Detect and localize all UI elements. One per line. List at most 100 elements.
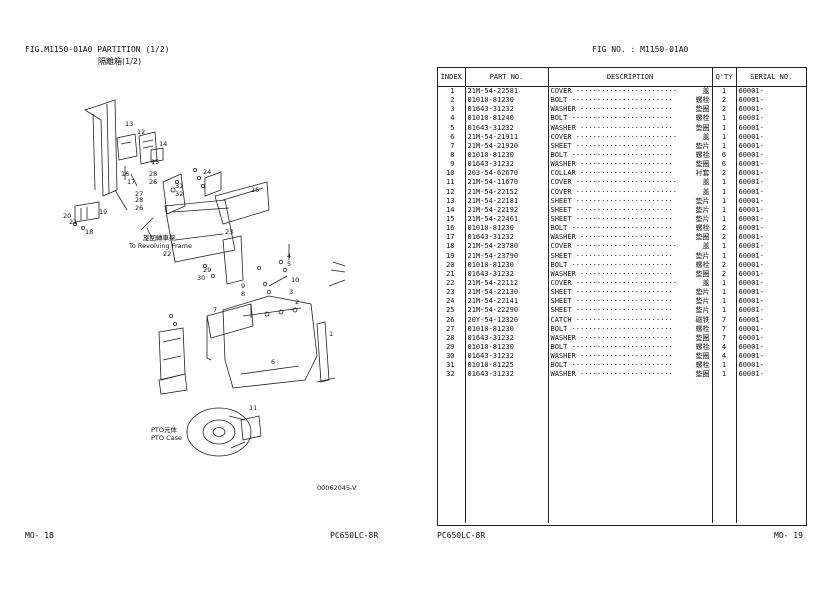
part-no-cell: 21M-54-21911 bbox=[464, 132, 548, 142]
description-cn: 盖 bbox=[702, 132, 710, 141]
serial-cell: 60001- bbox=[735, 361, 806, 371]
description-cn: 垫圈 bbox=[695, 370, 710, 379]
serial-cell: 60001- bbox=[735, 96, 806, 106]
description-en: WASHER ······················ bbox=[550, 160, 673, 169]
index-cell: 4 bbox=[450, 114, 455, 123]
qty-cell: 6 bbox=[711, 150, 736, 161]
qty-cell: 1 bbox=[711, 123, 736, 133]
svg-text:20: 20 bbox=[63, 212, 71, 220]
serial-cell: 60001- bbox=[735, 169, 806, 179]
serial-cell: 60001- bbox=[735, 260, 806, 270]
svg-text:21: 21 bbox=[69, 218, 77, 226]
description-cell: SHEET ·······················垫片 bbox=[547, 205, 712, 215]
description-en: SHEET ······················· bbox=[550, 196, 673, 205]
parts-table-header: INDEX PART NO. DESCRIPTION Q'TY SERIAL N… bbox=[438, 68, 806, 87]
index-cell: 30 bbox=[446, 352, 455, 361]
part-no-cell: 01643-31232 bbox=[464, 160, 548, 170]
description-cn: 垫圈 bbox=[695, 233, 710, 242]
index-cell: 20 bbox=[446, 260, 455, 269]
description-cn: 垫片 bbox=[695, 196, 710, 205]
part-no-cell: 21M-54-22141 bbox=[464, 297, 548, 307]
description-cn: 螺栓 bbox=[695, 361, 710, 370]
filler-cell bbox=[464, 379, 548, 523]
col-header-description: DESCRIPTION bbox=[547, 68, 712, 87]
part-no-cell: 01643-31232 bbox=[464, 333, 548, 343]
part-no-cell: 01643-31232 bbox=[464, 105, 548, 115]
svg-text:10: 10 bbox=[291, 276, 299, 284]
svg-text:26: 26 bbox=[149, 178, 157, 186]
svg-text:3: 3 bbox=[289, 288, 293, 296]
description-en: SHEET ······················· bbox=[550, 251, 673, 260]
qty-cell: 1 bbox=[711, 288, 736, 298]
serial-cell: 60001- bbox=[735, 205, 806, 215]
description-en: COVER ························ bbox=[550, 178, 677, 187]
svg-text:19: 19 bbox=[99, 208, 107, 216]
qty-cell: 1 bbox=[711, 132, 736, 142]
serial-cell: 60001- bbox=[735, 187, 806, 197]
cover-24 bbox=[204, 171, 222, 197]
index-cell: 21 bbox=[446, 269, 455, 278]
qty-cell: 7 bbox=[711, 333, 736, 343]
description-cell: WASHER ······················ 垫圈 bbox=[547, 123, 712, 133]
description-cell: BOLT ························螺栓 bbox=[547, 342, 712, 353]
index-cell: 24 bbox=[446, 297, 455, 306]
description-cell: WASHER ······················垫圈 bbox=[547, 352, 712, 362]
svg-text:4: 4 bbox=[287, 252, 291, 260]
sheet-25 bbox=[214, 181, 270, 225]
part-no-cell: 21M-54-22152 bbox=[464, 187, 548, 197]
description-cell: BOLT ························螺栓 bbox=[547, 260, 712, 270]
left-page-number: MO- 18 bbox=[25, 531, 54, 540]
description-en: BOLT ························ bbox=[550, 324, 673, 333]
description-en: SHEET ······················· bbox=[550, 297, 673, 306]
index-cell: 17 bbox=[446, 233, 455, 242]
description-cell: COVER ························盖 bbox=[547, 242, 712, 252]
serial-cell: 60001- bbox=[735, 352, 806, 362]
qty-cell: 1 bbox=[711, 214, 736, 225]
description-en: BOLT ························ bbox=[550, 260, 673, 269]
index-cell: 28 bbox=[446, 333, 455, 342]
svg-text:13: 13 bbox=[125, 120, 133, 128]
serial-cell: 60001- bbox=[735, 123, 806, 133]
part-no-cell: 01643-31232 bbox=[464, 352, 548, 362]
qty-cell: 1 bbox=[711, 361, 736, 371]
description-cn: 盖 bbox=[702, 242, 710, 251]
drawing-number: 00062045-V bbox=[317, 484, 357, 492]
description-cn: 磁铁 bbox=[695, 315, 710, 324]
description-cell: WASHER ······················垫圈 bbox=[547, 370, 712, 380]
index-cell: 14 bbox=[446, 205, 455, 214]
description-en: SHEET ······················· bbox=[550, 141, 673, 150]
index-cell: 3 bbox=[450, 105, 455, 114]
part-no-cell: 01010-81225 bbox=[464, 361, 548, 371]
index-cell: 31 bbox=[446, 361, 455, 370]
description-cell: COVER ························盖 bbox=[547, 187, 712, 197]
serial-cell: 60001- bbox=[735, 288, 806, 298]
cover-22 bbox=[164, 199, 236, 263]
description-en: WASHER ······················ bbox=[550, 269, 673, 278]
description-cn: 垫圈 bbox=[695, 123, 710, 132]
description-cell: WASHER ······················垫圈 bbox=[547, 233, 712, 243]
description-cn: 螺栓 bbox=[695, 324, 710, 333]
part-no-cell: 01643-31232 bbox=[464, 123, 548, 133]
description-en: WASHER ······················ bbox=[550, 123, 673, 132]
description-cell: SHEET ·······················垫片 bbox=[547, 251, 712, 261]
cover-12 bbox=[116, 133, 138, 161]
fastener-group bbox=[72, 168, 288, 326]
serial-cell: 60001- bbox=[735, 86, 806, 97]
index-cell: 10 bbox=[446, 169, 455, 178]
description-cn: 垫圈 bbox=[695, 333, 710, 342]
description-cell: SHEET ·······················垫片 bbox=[547, 288, 712, 298]
index-cell: 15 bbox=[446, 215, 455, 224]
qty-cell: 1 bbox=[711, 187, 736, 197]
figure-subtitle: 隔離箱(1/2) bbox=[98, 57, 142, 66]
part-no-cell: 21M-54-22181 bbox=[464, 196, 548, 206]
part-no-cell: 21M-54-21920 bbox=[464, 141, 548, 151]
svg-text:1: 1 bbox=[329, 330, 333, 338]
description-cell: COVER ························盖 bbox=[547, 86, 712, 97]
